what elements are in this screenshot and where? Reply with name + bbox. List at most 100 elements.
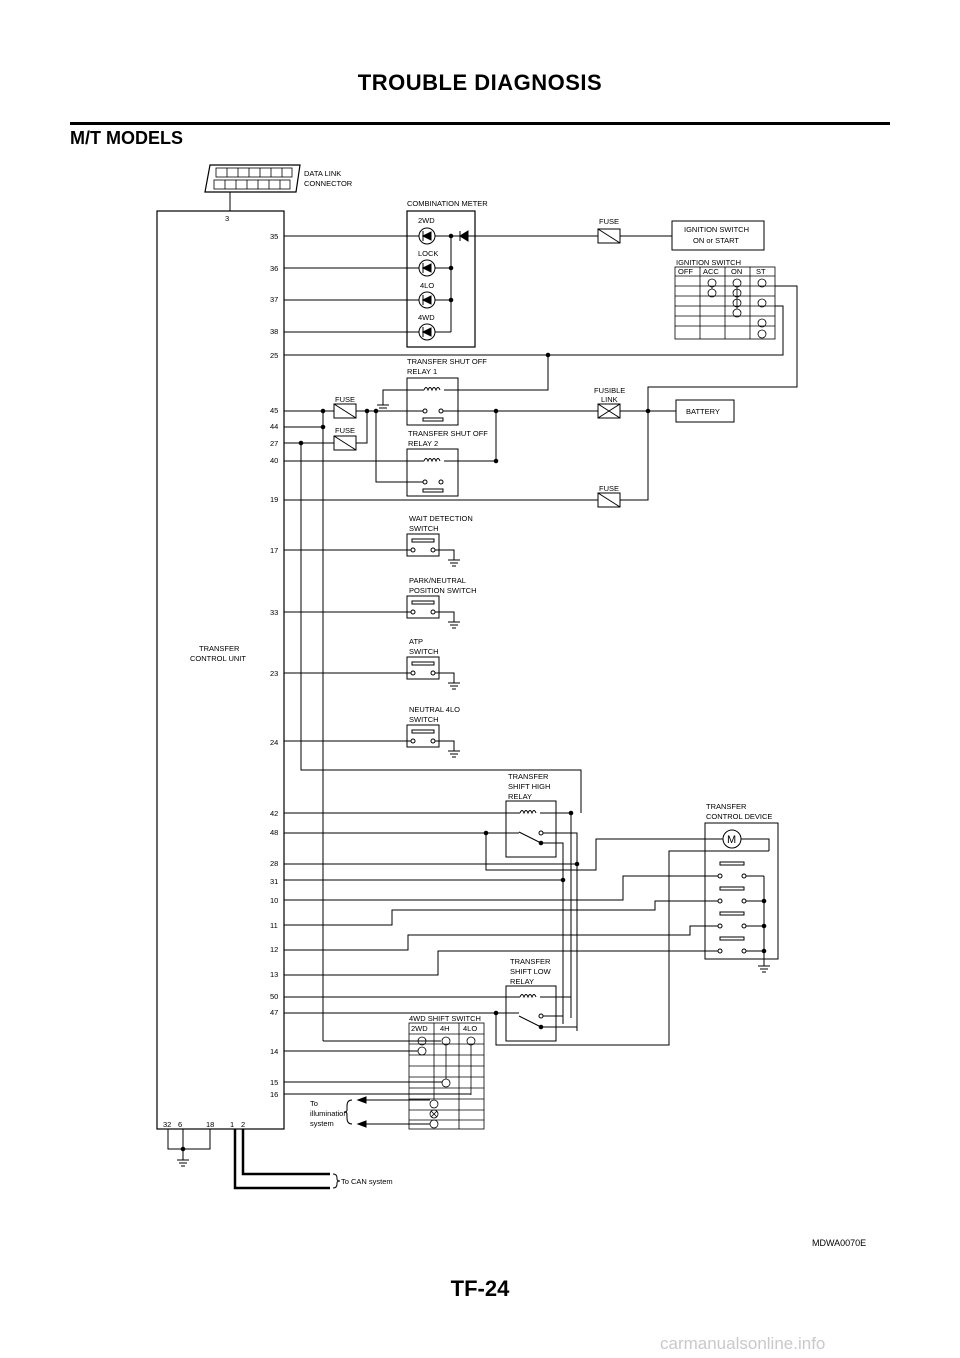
fuse-label-27: FUSE [335, 426, 355, 435]
neutral-4lo-switch [406, 724, 440, 748]
atp-switch [406, 656, 440, 680]
svg-text:47: 47 [270, 1008, 278, 1017]
shift-pos-2wd: 2WD [411, 1024, 428, 1033]
svg-text:16: 16 [270, 1090, 278, 1099]
ignition-switch-matrix [674, 266, 776, 340]
fusible-link-label-2: LINK [601, 395, 618, 404]
section-title: M/T MODELS [70, 128, 183, 148]
svg-text:14: 14 [270, 1047, 278, 1056]
tcu-label-1: TRANSFER [199, 644, 240, 653]
shift-pos-4lo: 4LO [463, 1024, 477, 1033]
pin-32: 32 [163, 1120, 171, 1129]
relay1-coil-icon [423, 387, 441, 392]
ign-on-start-label-1: IGNITION SWITCH [684, 225, 749, 234]
fuse-label-45: FUSE [335, 395, 355, 404]
park-neutral-position-switch [406, 595, 440, 619]
tcd-label-2: CONTROL DEVICE [706, 812, 772, 821]
tcd-label-1: TRANSFER [706, 802, 747, 811]
transfer-shut-off-relay-1 [406, 377, 459, 426]
pin-18: 18 [206, 1120, 214, 1129]
svg-text:50: 50 [270, 992, 278, 1001]
page-title: TROUBLE DIAGNOSIS [357, 70, 603, 95]
ign-pos-off: OFF [678, 267, 693, 276]
fuse-label-top: FUSE [599, 217, 619, 226]
svg-text:27: 27 [270, 439, 278, 448]
svg-text:15: 15 [270, 1078, 278, 1087]
n4lo-switch-label-2: SWITCH [409, 715, 439, 724]
battery [675, 399, 735, 423]
battery-label: BATTERY [686, 407, 720, 416]
svg-text:10: 10 [270, 896, 278, 905]
dlc-pin: 3 [225, 214, 229, 223]
tcu-pin-labels: 35 36 37 38 25 45 44 27 40 19 17 33 23 2… [270, 232, 278, 1099]
data-link-connector [204, 164, 301, 193]
svg-text:45: 45 [270, 406, 278, 415]
wait-switch-label-2: SWITCH [409, 524, 439, 533]
low-relay-label-2: SHIFT LOW [510, 967, 552, 976]
high-relay-label-3: RELAY [508, 792, 532, 801]
meter-lamp-2wd-label: 2WD [418, 216, 435, 225]
svg-text:31: 31 [270, 877, 278, 886]
ignition-switch-on-start [671, 220, 765, 251]
svg-text:44: 44 [270, 422, 278, 431]
illum-label-2: illumination [310, 1109, 348, 1118]
high-relay-coil-icon [519, 810, 537, 815]
meter-lamp-4lo-label: 4LO [420, 281, 434, 290]
meter-diode-icon [459, 230, 469, 242]
n4lo-switch-label-1: NEUTRAL 4LO [409, 705, 460, 714]
dlc-label-1: DATA LINK [304, 169, 341, 178]
svg-text:38: 38 [270, 327, 278, 336]
relay1-label-1: TRANSFER SHUT OFF [407, 357, 487, 366]
shift-pos-4h: 4H [440, 1024, 450, 1033]
ign-on-start-label-2: ON or START [693, 236, 739, 245]
transfer-shut-off-relay-2 [406, 448, 459, 497]
illum-label-1: To [310, 1099, 318, 1108]
atp-switch-label-1: ATP [409, 637, 423, 646]
pnp-switch-label-2: POSITION SWITCH [409, 586, 477, 595]
low-relay-coil-icon [519, 994, 537, 999]
motor-label: M [727, 834, 736, 846]
tcu-label-2: CONTROL UNIT [190, 654, 246, 663]
pin-2: 2 [241, 1120, 245, 1129]
relay2-coil-icon [423, 458, 441, 463]
svg-text:48: 48 [270, 828, 278, 837]
high-relay-label-1: TRANSFER [508, 772, 549, 781]
watermark: carmanualsonline.info [660, 1334, 826, 1353]
svg-text:28: 28 [270, 859, 278, 868]
pin-1: 1 [230, 1120, 234, 1129]
to-can-label: To CAN system [341, 1177, 393, 1186]
transfer-control-device [704, 822, 779, 960]
combination-meter-label: COMBINATION METER [407, 199, 488, 208]
fusible-link-label-1: FUSIBLE [594, 386, 625, 395]
fuse-label-19: FUSE [599, 484, 619, 493]
svg-text:33: 33 [270, 608, 278, 617]
ign-pos-on: ON [731, 267, 742, 276]
low-relay-label-3: RELAY [510, 977, 534, 986]
wait-detection-switch [406, 533, 440, 557]
figure-code: MDWA0070E [812, 1238, 867, 1248]
transfer-shift-high-relay [505, 800, 557, 858]
transfer-control-unit [156, 210, 285, 1130]
4wd-shift-switch [408, 1022, 485, 1130]
wait-switch-label-1: WAIT DETECTION [409, 514, 473, 523]
relay1-label-2: RELAY 1 [407, 367, 437, 376]
svg-text:24: 24 [270, 738, 278, 747]
svg-text:40: 40 [270, 456, 278, 465]
wiring-diagram: DATA LINK CONNECTOR 3 TRANSFER CONTROL U… [156, 164, 798, 1190]
svg-text:13: 13 [270, 970, 278, 979]
atp-switch-label-2: SWITCH [409, 647, 439, 656]
meter-lamp-lock-label: LOCK [418, 249, 438, 258]
combination-meter [406, 210, 476, 348]
ign-pos-acc: ACC [703, 267, 719, 276]
dlc-label-2: CONNECTOR [304, 179, 353, 188]
svg-text:19: 19 [270, 495, 278, 504]
low-relay-label-1: TRANSFER [510, 957, 551, 966]
ignition-switch-label: IGNITION SWITCH [676, 258, 741, 267]
svg-text:36: 36 [270, 264, 278, 273]
svg-text:11: 11 [270, 921, 278, 930]
svg-text:25: 25 [270, 351, 278, 360]
svg-text:12: 12 [270, 945, 278, 954]
relay2-label-2: RELAY 2 [408, 439, 438, 448]
svg-text:42: 42 [270, 809, 278, 818]
svg-text:23: 23 [270, 669, 278, 678]
